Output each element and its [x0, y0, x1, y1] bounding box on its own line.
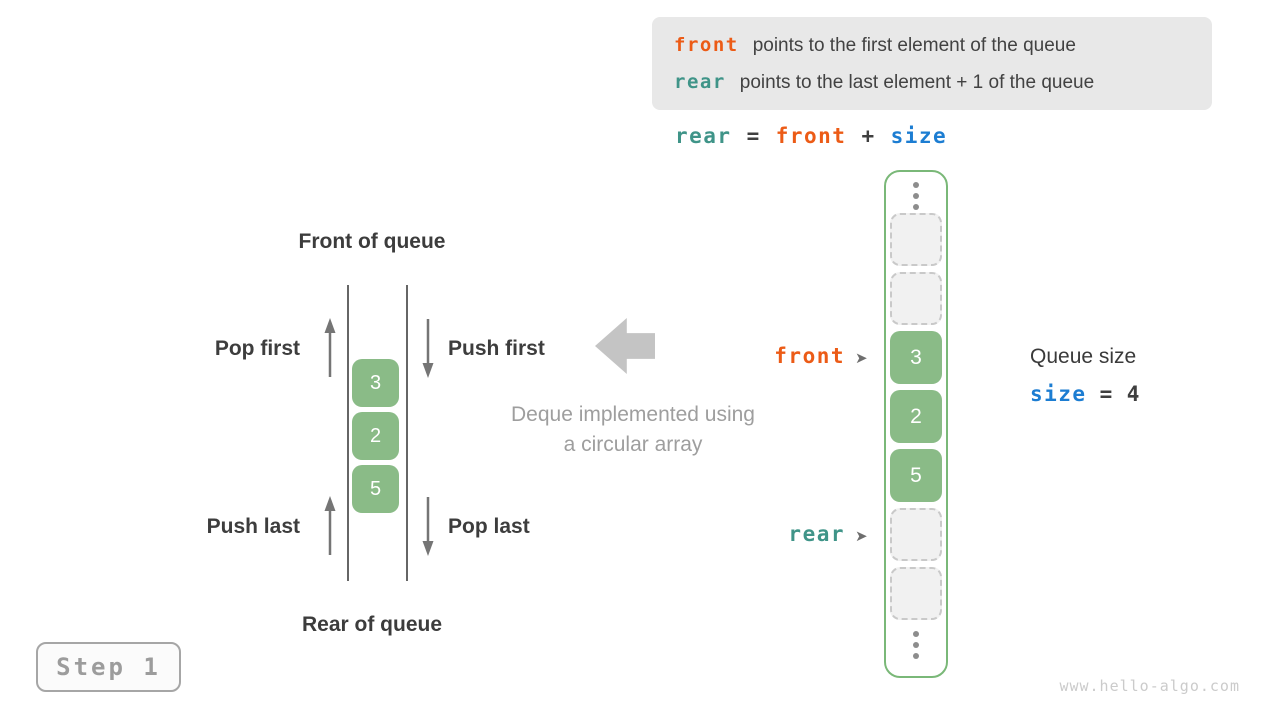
push-last-up-arrow-icon [324, 496, 336, 555]
rear-of-queue-label: Rear of queue [301, 613, 443, 636]
push-last-label: Push last [206, 515, 300, 538]
size-value: 4 [1126, 382, 1141, 406]
push-first-label: Push first [448, 337, 545, 360]
caption-line-2: a circular array [563, 433, 703, 456]
pop-first-label: Pop first [214, 337, 300, 360]
formula-size: size [890, 124, 948, 148]
rear-pointer-arrow-icon: ➤ [855, 528, 868, 545]
legend-text-front: points to the first element of the queue [752, 35, 1076, 56]
left-block-arrow-icon [595, 318, 655, 374]
array-cell-empty [890, 567, 942, 620]
array-cell-empty [890, 508, 942, 561]
legend-line-front: front points to the first element of the … [674, 27, 1212, 64]
formula-equals: = [746, 124, 761, 148]
pop-last-label: Pop last [448, 515, 530, 538]
pop-first-up-arrow-icon [324, 318, 336, 377]
array-cell-empty [890, 272, 942, 325]
legend-box: front points to the first element of the … [652, 17, 1212, 110]
vertical-ellipsis-icon [913, 631, 919, 659]
rear-pointer-label: rear [788, 522, 845, 546]
step-badge: Step 1 [36, 642, 181, 692]
legend-line-rear: rear points to the last element + 1 of th… [674, 64, 1212, 101]
pop-last-down-arrow-icon [422, 497, 434, 556]
formula: rear = front + size [675, 123, 947, 149]
deque-value-cell: 5 [352, 465, 399, 513]
channel-left-wall [347, 285, 349, 581]
formula-front: front [775, 124, 847, 148]
vertical-ellipsis-icon [913, 182, 919, 210]
front-pointer-label: front [774, 344, 845, 368]
rear-keyword: rear [674, 71, 726, 93]
queue-size-title: Queue size [1030, 345, 1137, 368]
deque-value-cell: 3 [352, 359, 399, 407]
caption-line-1: Deque implemented using [511, 403, 755, 426]
push-first-down-arrow-icon [422, 319, 434, 378]
size-equals: = [1099, 382, 1114, 406]
formula-plus: + [861, 124, 876, 148]
array-cell-value: 3 [890, 331, 942, 384]
caption: Deque implemented using a circular array [483, 400, 783, 460]
deque-value-cell: 2 [352, 412, 399, 460]
size-variable: size [1030, 382, 1087, 406]
array-cell-value: 5 [890, 449, 942, 502]
front-of-queue-label: Front of queue [298, 230, 446, 253]
front-pointer-arrow-icon: ➤ [855, 350, 868, 367]
formula-rear: rear [675, 124, 732, 148]
size-equation: size = 4 [1030, 382, 1141, 406]
front-keyword: front [674, 34, 739, 56]
array-cell-empty [890, 213, 942, 266]
watermark: www.hello-algo.com [1059, 677, 1240, 695]
legend-text-rear: points to the last element + 1 of the qu… [739, 72, 1095, 93]
channel-right-wall [406, 285, 408, 581]
array-cell-value: 2 [890, 390, 942, 443]
